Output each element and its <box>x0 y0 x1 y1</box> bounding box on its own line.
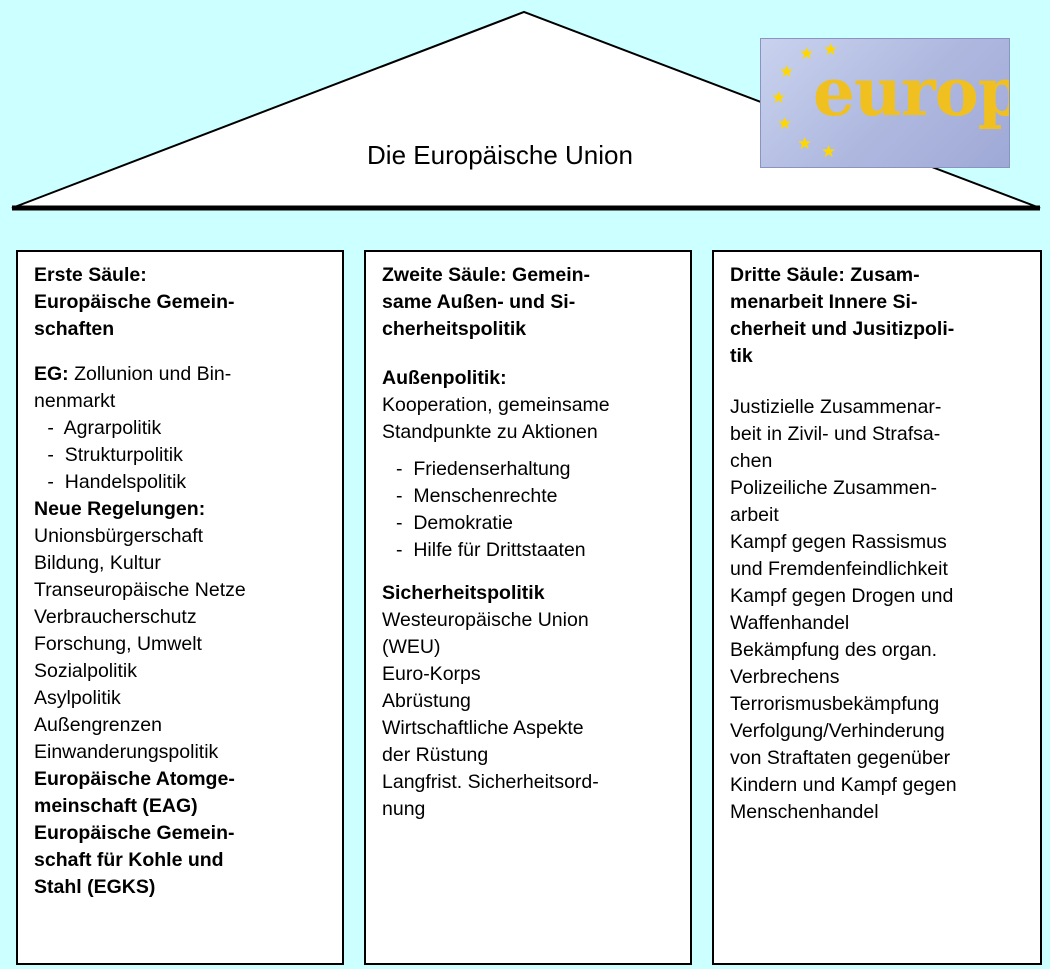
list-item: Einwanderungspolitik <box>34 741 219 763</box>
list-item: - Strukturpolitik <box>42 444 183 466</box>
sicher-label: Sicherheitspolitik <box>382 582 545 604</box>
list-item: Justizielle Zusammenar- beit in Zivil- u… <box>730 396 942 472</box>
list-item: Sozialpolitik <box>34 660 137 682</box>
pillar-heading: Erste Säule: Europäische Gemein- schafte… <box>34 264 235 340</box>
star-icon: ★ <box>799 44 815 63</box>
logo-wordmark: europa <box>813 53 1009 131</box>
list-item: - Friedenserhaltung <box>396 458 571 480</box>
list-item: Abrüstung <box>382 690 471 712</box>
eg-label: EG: <box>34 363 69 385</box>
list-item: Euro-Korps <box>382 663 481 685</box>
list-item: - Handelspolitik <box>42 471 187 493</box>
neue-label: Neue Regelungen: <box>34 498 206 520</box>
list-item: Wirtschaftliche Aspekte der Rüstung <box>382 717 584 766</box>
list-item: - Demokratie <box>396 512 514 534</box>
aussen-text: Kooperation, gemeinsame Standpunkte zu A… <box>382 394 610 443</box>
list-item: Kampf gegen Drogen und Waffenhandel <box>730 585 954 634</box>
eg-line: EG: Zollunion und Bin- nenmarkt <box>34 361 342 415</box>
pillar-heading: Zweite Säule: Gemein- same Außen- und Si… <box>382 264 591 340</box>
list-item: Bildung, Kultur <box>34 552 161 574</box>
list-item: - Agrarpolitik <box>42 417 162 439</box>
list-item: Langfrist. Sicherheitsord- nung <box>382 771 599 820</box>
list-item: Polizeiliche Zusammen- arbeit <box>730 477 937 526</box>
egks-label: Europäische Gemein- schaft für Kohle und… <box>34 822 235 898</box>
list-item: Bekämpfung des organ. Verbrechens <box>730 639 938 688</box>
list-item: Transeuropäische Netze <box>34 579 246 601</box>
pillar-heading: Dritte Säule: Zusam- menarbeit Innere Si… <box>730 264 955 367</box>
list-item: Außengrenzen <box>34 714 162 736</box>
list-item: Verbraucherschutz <box>34 606 197 628</box>
list-item: Forschung, Umwelt <box>34 633 202 655</box>
pillar-second: Zweite Säule: Gemein- same Außen- und Si… <box>364 250 692 965</box>
roof-title: Die Europäische Union <box>367 140 633 170</box>
list-item: Unionsbürgerschaft <box>34 525 204 547</box>
list-item: Asylpolitik <box>34 687 121 709</box>
eg-list: - Agrarpolitik - Strukturpolitik - Hande… <box>34 415 342 496</box>
list-item: Westeuropäische Union (WEU) <box>382 609 589 658</box>
eag-label: Europäische Atomge- meinschaft (EAG) <box>34 768 235 817</box>
star-icon: ★ <box>777 114 793 133</box>
aussen-label: Außenpolitik: <box>382 367 507 389</box>
star-icon: ★ <box>779 62 795 81</box>
star-icon: ★ <box>771 88 787 107</box>
aussen-list: - Friedenserhaltung - Menschenrechte - D… <box>382 456 690 564</box>
pillar-first: Erste Säule: Europäische Gemein- schafte… <box>16 250 344 965</box>
star-icon: ★ <box>797 134 813 153</box>
star-icon: ★ <box>821 142 837 161</box>
list-item: Kampf gegen Rassismus und Fremdenfeindli… <box>730 531 948 580</box>
europa-logo: ★ ★ ★ ★ ★ ★ ★ europa <box>760 38 1010 168</box>
pillar-third: Dritte Säule: Zusam- menarbeit Innere Si… <box>712 250 1042 965</box>
list-item: Terrorismusbekämpfung <box>730 693 940 715</box>
star-icon: ★ <box>823 40 839 59</box>
list-item: - Menschenrechte <box>396 485 558 507</box>
eg-text: Zollunion und Bin- nenmarkt <box>34 363 232 412</box>
list-item: - Hilfe für Drittstaaten <box>396 539 586 561</box>
list-item: Verfolgung/Verhinderung von Straftaten g… <box>730 720 957 823</box>
